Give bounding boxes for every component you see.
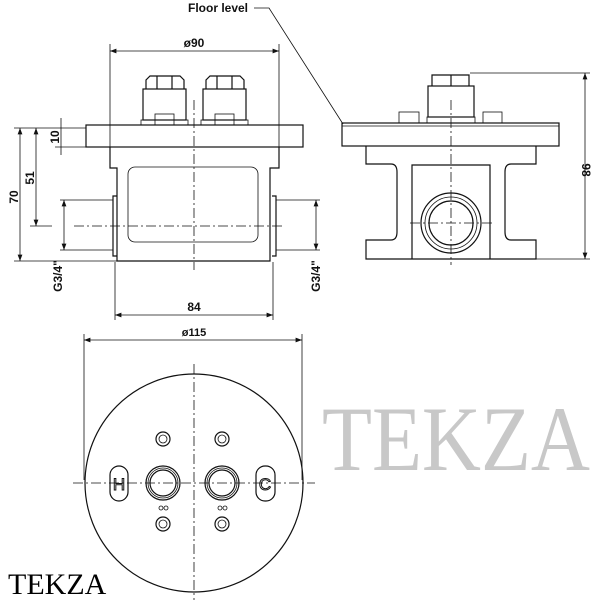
valve-ring-right xyxy=(204,465,240,511)
dimension-diameter-90: ø90 xyxy=(184,36,205,50)
body-window xyxy=(127,166,259,243)
hot-indicator xyxy=(109,465,129,502)
brand-logo: TEKZA xyxy=(8,568,107,600)
cold-indicator xyxy=(255,465,276,502)
side-view: 98 xyxy=(341,72,593,265)
front-view: ø90 70 51 10 G3/4" G3/4" 84 xyxy=(7,36,323,320)
dimension-10: 10 xyxy=(48,130,62,144)
cold-label: C xyxy=(259,475,271,494)
thread-size-right: G3/4" xyxy=(309,260,323,292)
dimension-51: 51 xyxy=(23,171,37,185)
dimension-84: 84 xyxy=(187,300,201,314)
watermark: TEKZA xyxy=(322,388,590,490)
cover-plate xyxy=(85,124,304,148)
dimension-diameter-115: ø115 xyxy=(182,327,206,339)
valve-nut-left xyxy=(140,75,189,126)
floor-level-leader xyxy=(254,7,344,125)
top-view: ø115 H C xyxy=(73,327,315,600)
dimension-70: 70 xyxy=(7,190,21,204)
valve-nut-right xyxy=(200,75,249,126)
screw-holes xyxy=(155,431,230,532)
floor-level-label: Floor level xyxy=(188,1,248,15)
valve-ring-left xyxy=(145,465,181,511)
dimension-98: 98 xyxy=(579,163,593,177)
hot-label: H xyxy=(113,475,125,494)
thread-size-left: G3/4" xyxy=(51,260,65,292)
